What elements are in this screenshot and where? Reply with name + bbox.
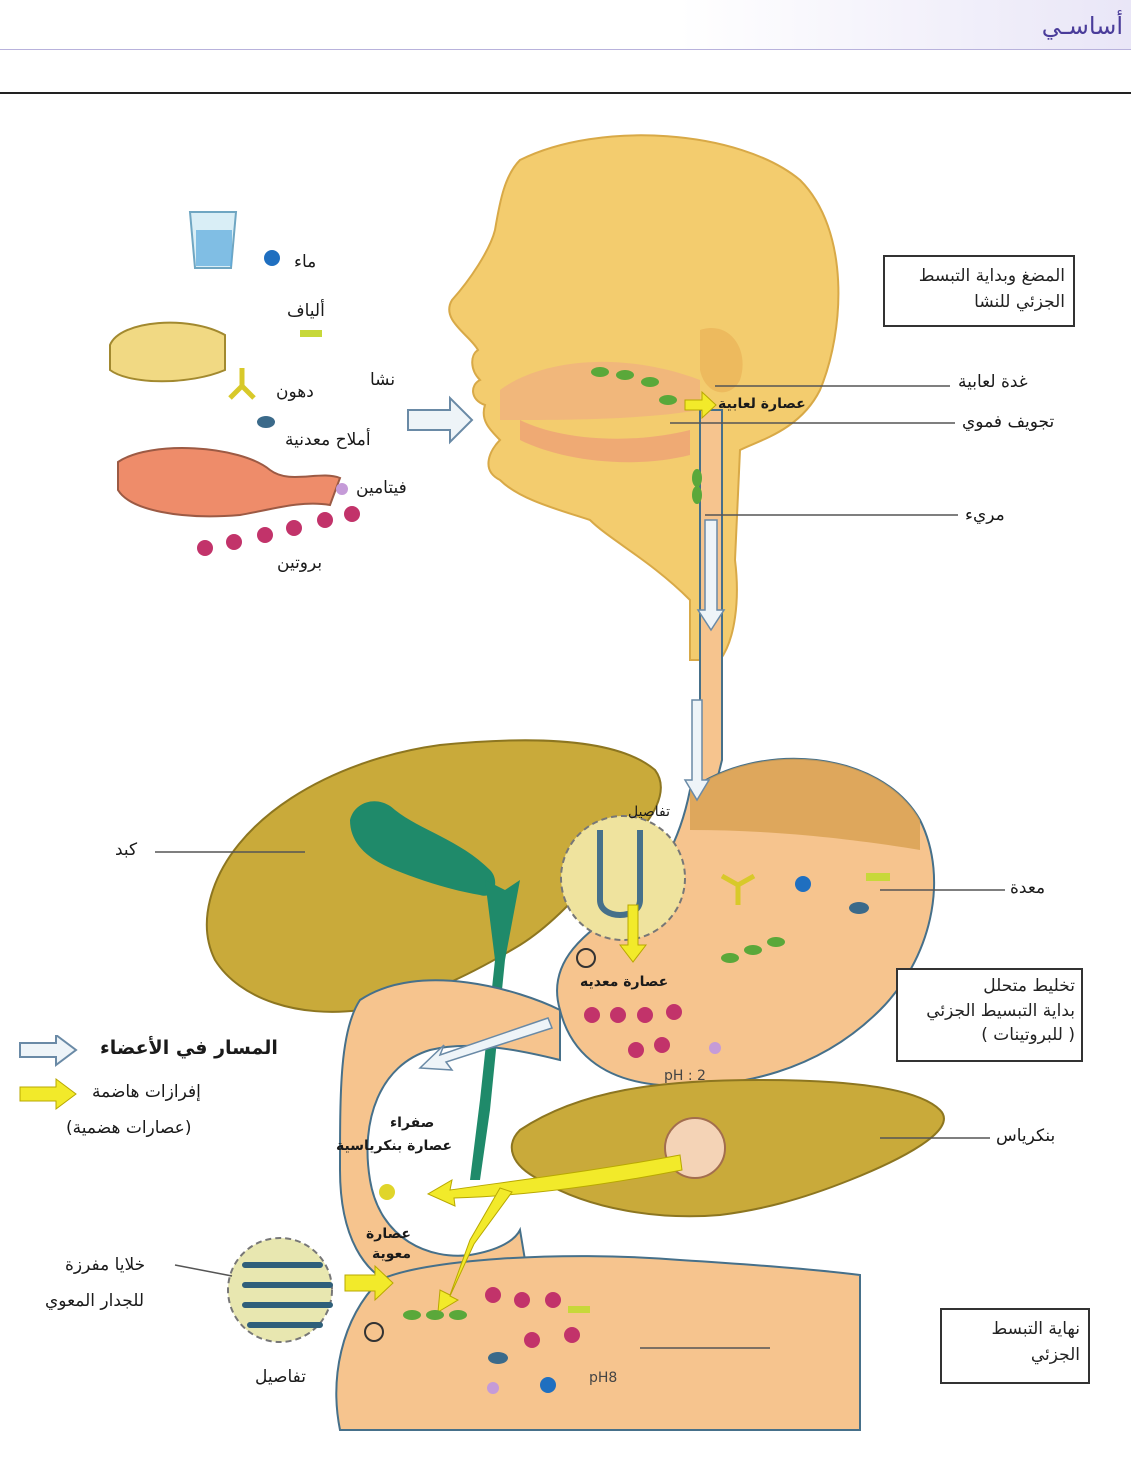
legend-secretions-label-2: (عصارات هضمية)	[66, 1118, 191, 1138]
label-stomach: معدة	[1010, 878, 1045, 898]
intestine-fiber-icon	[568, 1306, 590, 1313]
stomach-water-icon	[795, 876, 811, 892]
intestine	[336, 1256, 860, 1430]
intestine-vitamin-icon	[487, 1382, 499, 1394]
label-liver: كبد	[115, 840, 137, 860]
label-protein: بروتين	[277, 553, 322, 573]
box-chewing-line1: المضغ وبداية التبسط	[893, 263, 1065, 289]
label-gastric-juice: عصارة معديه	[580, 974, 668, 990]
box-end-line1: نهاية التبسط	[950, 1316, 1080, 1342]
pointer-secreting-cells	[175, 1265, 232, 1276]
legend-secretions-label-1: إفرازات هاضمة	[92, 1082, 201, 1102]
label-esophagus: مريء	[965, 505, 1005, 525]
label-saliva: عصارة لعابية	[718, 396, 806, 412]
label-salivary-gland: غدة لعابية	[958, 372, 1028, 392]
fat-molecule-icon	[230, 368, 254, 398]
label-vitamin: فيتامين	[356, 478, 407, 498]
box-stomach-mix: تخليط متحلل بداية التبسيط الجزئي ( للبرو…	[896, 968, 1083, 1062]
stomach-vitamin-icon	[709, 1042, 721, 1054]
intestine-mineral-icon	[488, 1352, 508, 1364]
label-mouth: تجويف فموي	[962, 412, 1054, 432]
label-starch: نشا	[370, 370, 395, 390]
label-water: ماء	[294, 252, 316, 272]
mineral-icon	[257, 416, 275, 428]
label-fibers: ألياف	[287, 301, 325, 321]
box-chewing-line2: الجزئي للنشا	[893, 289, 1065, 315]
label-details-top: تفاصيل	[628, 804, 670, 820]
water-molecule-icon	[264, 250, 280, 266]
label-secreting-cells-2: للجدار المعوي	[45, 1291, 144, 1311]
box-stomach-mix-line3: ( للبروتينات )	[904, 1023, 1075, 1048]
label-ph8: pH8	[589, 1370, 617, 1386]
bread-slice	[110, 323, 225, 382]
water-level	[196, 230, 232, 266]
meat-slice	[118, 448, 340, 516]
vitamin-icon	[336, 483, 348, 495]
fiber-icon	[300, 330, 322, 337]
stomach-fiber-icon	[866, 873, 890, 881]
pancreas-shape	[512, 1080, 944, 1216]
box-stomach-mix-line1: تخليط متحلل	[904, 974, 1075, 999]
box-end: نهاية التبسط الجزئي	[940, 1308, 1090, 1384]
box-stomach-mix-line2: بداية التبسيط الجزئي	[904, 999, 1075, 1024]
legend-secretion-arrow-icon	[20, 1079, 76, 1109]
duodenum-fat-icon	[379, 1184, 395, 1200]
label-pancreas: بنكرياس	[996, 1126, 1055, 1146]
stomach-detail-circle	[561, 816, 685, 940]
legend-path-label: المسار في الأعضاء	[100, 1037, 278, 1059]
label-secreting-cells-1: خلايا مفرزة	[65, 1255, 145, 1275]
label-bile: صفراء	[390, 1115, 434, 1131]
label-fats: دهون	[276, 382, 314, 402]
box-end-line2: الجزئي	[950, 1342, 1080, 1368]
box-chewing: المضغ وبداية التبسط الجزئي للنشا	[883, 255, 1075, 327]
intestine-water-icon	[540, 1377, 556, 1393]
stomach-mineral-icon	[849, 902, 869, 914]
label-ph2: pH : 2	[664, 1068, 706, 1084]
legend-path-arrow-icon	[20, 1035, 76, 1065]
label-intestinal-juice-2: معوية	[372, 1246, 411, 1262]
label-details-bottom: تفاصيل	[255, 1367, 306, 1387]
label-intestinal-juice-1: عصارة	[366, 1226, 411, 1242]
path-arrow-mouth	[408, 398, 472, 442]
label-minerals: أملاح معدنية	[285, 430, 371, 450]
label-pancreatic-juice: عصارة بنكرياسية	[336, 1138, 452, 1154]
